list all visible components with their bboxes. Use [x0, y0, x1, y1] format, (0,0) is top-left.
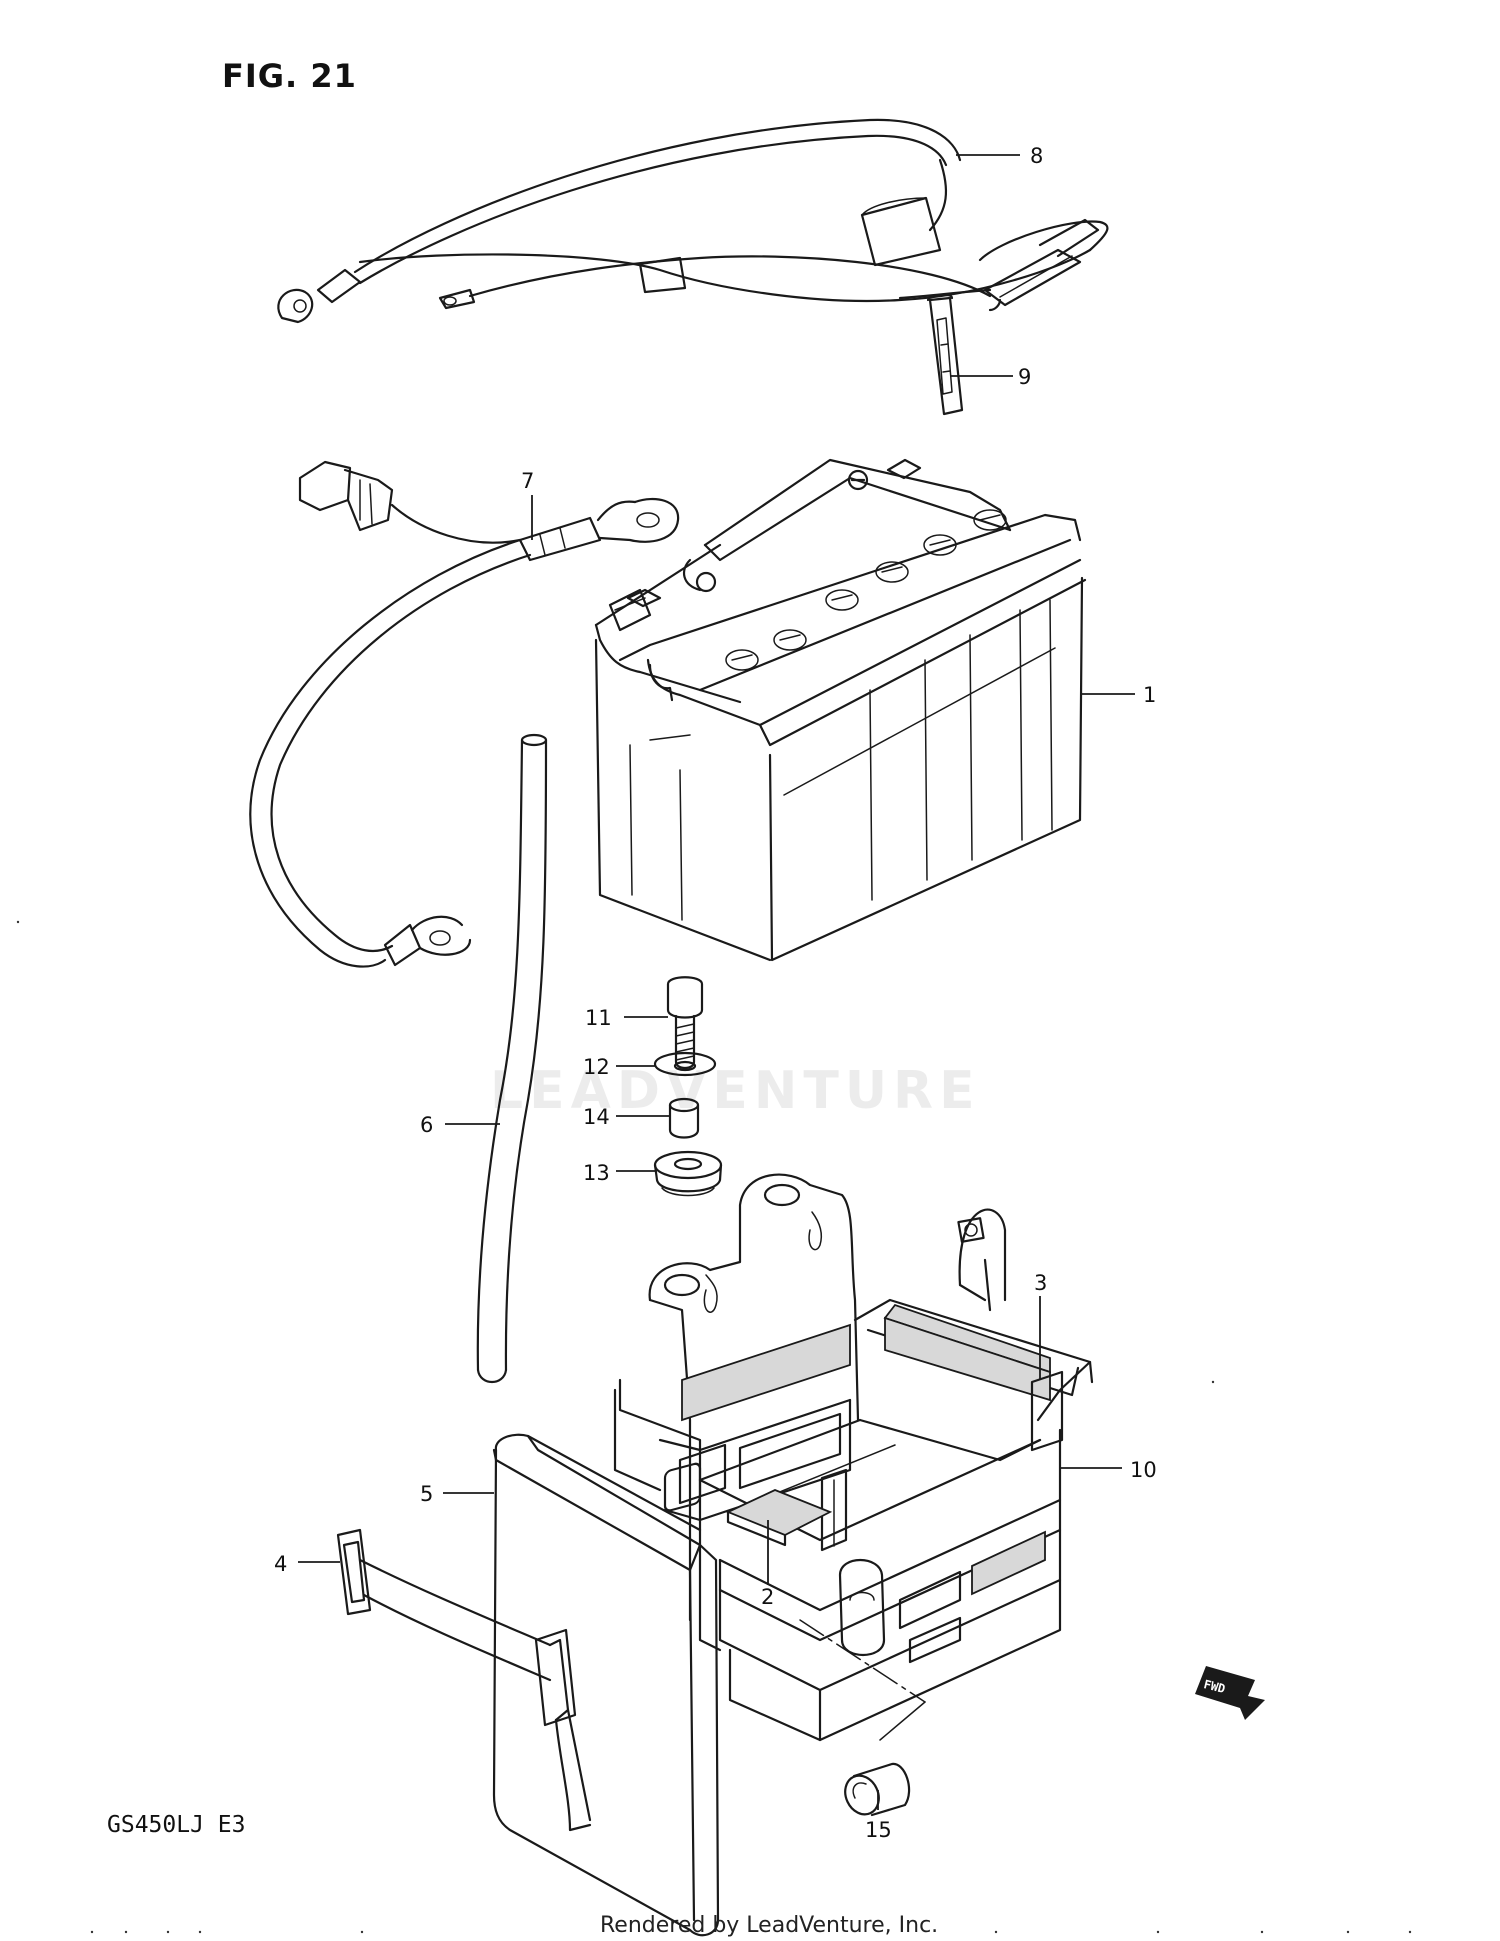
callout-5: 5	[420, 1482, 433, 1506]
callout-12: 12	[583, 1055, 610, 1079]
part-1-battery[interactable]	[594, 458, 1087, 962]
part-7-battery-lead[interactable]	[249, 460, 680, 968]
callout-3: 3	[1034, 1271, 1047, 1295]
part-10-battery-holder[interactable]	[613, 1173, 1094, 1742]
part-8-harness[interactable]	[277, 118, 1109, 324]
fwd-label: FWD	[1202, 1677, 1226, 1696]
part-6-breather-tube[interactable]	[476, 733, 548, 1384]
callout-4: 4	[274, 1552, 287, 1576]
part-5-cover[interactable]	[492, 1433, 720, 1937]
callout-7: 7	[521, 469, 534, 493]
callout-9: 9	[1018, 365, 1031, 389]
part-14-collar[interactable]	[668, 1097, 700, 1139]
part-12-washer[interactable]	[653, 1051, 717, 1077]
callout-labels: 8 9 7 1 11 12 14 13 6 3 10 5 4 2 15	[274, 144, 1157, 1842]
watermark-text: LEADVENTURE	[490, 1061, 981, 1121]
footer-credit: Rendered by LeadVenture, Inc.	[600, 1913, 938, 1938]
callout-1: 1	[1143, 683, 1156, 707]
part-15-collar[interactable]	[839, 1762, 911, 1820]
model-code: GS450LJ E3	[107, 1812, 245, 1838]
fwd-arrow-badge: FWD	[1195, 1666, 1265, 1720]
scan-specks	[16, 920, 1412, 1934]
figure-title: FIG. 21	[222, 57, 357, 95]
leader-lines	[298, 154, 1135, 1810]
callout-11: 11	[585, 1006, 612, 1030]
callout-2: 2	[761, 1585, 774, 1609]
callout-10: 10	[1130, 1458, 1157, 1482]
callout-13: 13	[583, 1161, 610, 1185]
part-4-strap[interactable]	[336, 1528, 592, 1832]
callout-6: 6	[420, 1113, 433, 1137]
callout-8: 8	[1030, 144, 1043, 168]
part-13-grommet[interactable]	[653, 1150, 723, 1197]
part-9-fuse[interactable]	[926, 293, 964, 416]
part-11-bolt[interactable]	[666, 976, 704, 1070]
callout-14: 14	[583, 1105, 610, 1129]
callout-15: 15	[865, 1818, 892, 1842]
